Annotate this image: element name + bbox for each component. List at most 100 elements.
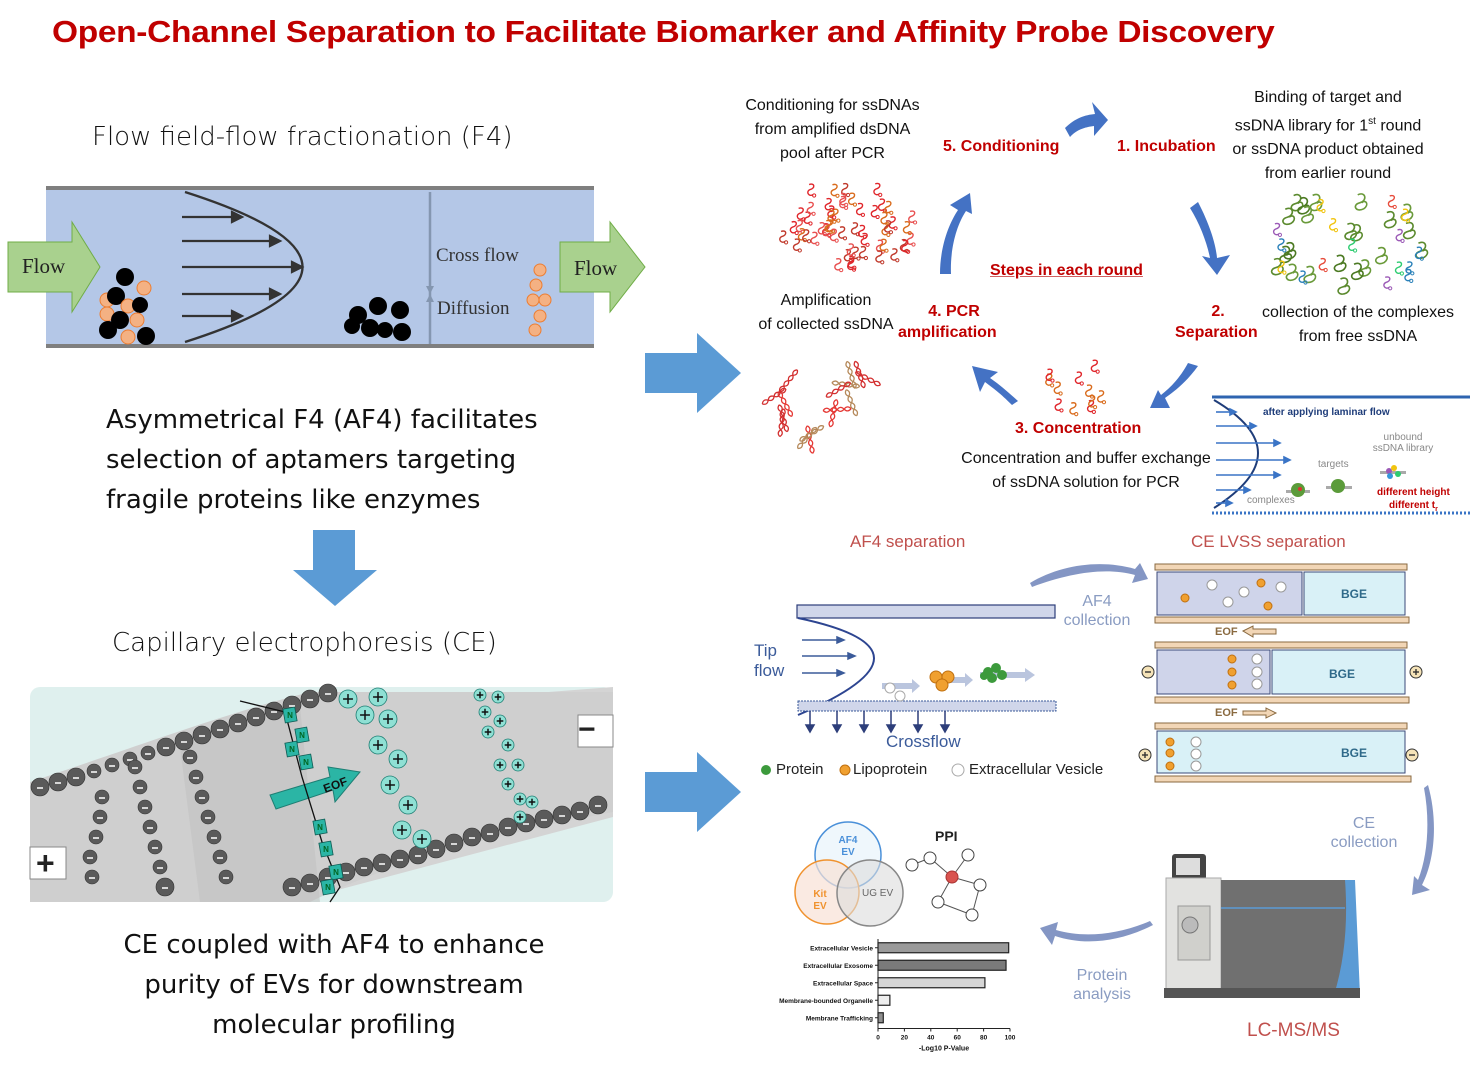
ssdna-icon bbox=[1395, 228, 1403, 242]
ssdna-icon bbox=[1074, 371, 1083, 384]
neutral-molecule-icon bbox=[294, 726, 310, 744]
ssdna-icon bbox=[880, 211, 888, 225]
label-line: Tip bbox=[754, 641, 777, 660]
ssdna-icon bbox=[841, 182, 849, 196]
target-glyph bbox=[1326, 479, 1352, 493]
ssdna-icon bbox=[875, 250, 883, 263]
arrow-2-to-3-icon bbox=[1150, 363, 1198, 408]
ssdna-icon bbox=[1054, 398, 1062, 411]
ce-lvss-title: CE LVSS separation bbox=[1191, 532, 1346, 551]
label-line: unbound bbox=[1383, 432, 1423, 443]
ce-heading: Capillary electrophoresis (CE) bbox=[112, 628, 497, 658]
svg-text:N: N bbox=[317, 823, 323, 832]
label-text: different t bbox=[1389, 500, 1436, 511]
ssdna-icon bbox=[1387, 194, 1396, 208]
ce-line: purity of EVs for downstream bbox=[144, 970, 524, 1000]
ssdna-icon bbox=[908, 210, 916, 223]
negative-charge-icon bbox=[194, 789, 210, 805]
svg-text:N: N bbox=[299, 731, 305, 740]
aptamer-complex-icon bbox=[1354, 193, 1368, 211]
capillary-2 bbox=[1154, 641, 1410, 704]
negative-charge-icon bbox=[84, 869, 100, 885]
negative-charge-icon bbox=[127, 759, 143, 775]
caption-line: collection of the complexes bbox=[1261, 304, 1455, 321]
ssdna-icon bbox=[1316, 198, 1324, 212]
negative-charge-icon bbox=[426, 839, 446, 859]
negative-charge-icon bbox=[228, 713, 248, 733]
negative-charge-icon bbox=[206, 829, 222, 845]
cross-flow-arrow-icon bbox=[426, 286, 434, 294]
negative-charge-icon bbox=[390, 849, 410, 869]
ssdna-icon bbox=[802, 229, 810, 242]
ssdna-icon bbox=[1053, 381, 1061, 394]
bar-4 bbox=[877, 994, 891, 1006]
x-tick-label: 40 bbox=[927, 1035, 935, 1042]
ssdna-icon bbox=[829, 228, 837, 242]
crossflow-label: Crossflow bbox=[886, 732, 961, 751]
ssdna-icon bbox=[827, 205, 835, 218]
caption-text: round bbox=[1375, 117, 1422, 135]
ssdna-icon bbox=[1272, 222, 1281, 236]
ce-line: CE coupled with AF4 to enhance bbox=[123, 930, 545, 960]
negative-charge-icon bbox=[480, 823, 500, 843]
ssdna-icon bbox=[902, 220, 911, 234]
negative-charge-icon bbox=[498, 817, 518, 837]
ce-lvss-diagram bbox=[1138, 563, 1423, 783]
neutral-molecule-icon bbox=[298, 753, 314, 771]
af4-collection-arrow-icon bbox=[1030, 563, 1148, 587]
f4-channel-diagram bbox=[7, 186, 646, 348]
ce-description: CE coupled with AF4 to enhance purity of… bbox=[84, 925, 584, 1045]
negative-charge-icon bbox=[444, 833, 464, 853]
flow-out-label: Flow bbox=[574, 256, 618, 280]
ssdna-icon bbox=[1401, 208, 1409, 222]
neutral-molecule-icon bbox=[282, 706, 298, 724]
step-2-separation: Separation bbox=[1175, 324, 1258, 341]
legend-lipoprotein-icon bbox=[839, 764, 851, 776]
negative-charge-icon bbox=[372, 853, 392, 873]
legend-protein: Protein bbox=[776, 761, 824, 778]
ssdna-icon bbox=[839, 192, 847, 206]
particle-cluster-small bbox=[526, 263, 552, 337]
step-1-incubation: 1. Incubation bbox=[1117, 138, 1216, 155]
aptamer-complex-icon bbox=[1283, 241, 1297, 260]
ssdna-icon bbox=[847, 257, 855, 271]
ssdna-icon bbox=[860, 232, 868, 246]
ssdna-icon bbox=[858, 245, 867, 259]
diffusion-label: Diffusion bbox=[437, 298, 510, 319]
eof-label-2: EOF bbox=[1215, 707, 1238, 719]
negative-charge-icon bbox=[282, 877, 302, 897]
legend-lipoprotein: Lipoprotein bbox=[853, 761, 928, 778]
ssdna-icon bbox=[1088, 395, 1096, 408]
negative-charge-icon bbox=[88, 829, 104, 845]
category-label: Extracellular Exosome bbox=[803, 963, 873, 970]
tip-flow-label: Tip flow bbox=[754, 641, 784, 681]
negative-charge-icon bbox=[155, 877, 175, 897]
af4-separation-diagram bbox=[761, 563, 1148, 777]
step-3-concentration: 3. Concentration bbox=[1015, 420, 1142, 437]
neutral-molecule-icon bbox=[320, 878, 336, 896]
caption-line: or ssDNA product obtained bbox=[1232, 141, 1424, 159]
negative-charge-icon bbox=[152, 859, 168, 875]
arrow-1-to-2-icon bbox=[1190, 202, 1230, 275]
caption-line: pool after PCR bbox=[780, 145, 885, 162]
ssdna-icon bbox=[873, 182, 881, 196]
caption-line: Binding of target and bbox=[1254, 89, 1402, 106]
x-tick-label: 80 bbox=[980, 1035, 988, 1042]
velocity-arrows bbox=[182, 210, 305, 323]
ssdna-icon bbox=[877, 198, 886, 211]
svg-text:N: N bbox=[325, 883, 331, 892]
aptamer-complex-icon bbox=[1344, 222, 1358, 241]
plus-electrode-label: + bbox=[36, 845, 55, 881]
amplification-caption: Amplification of collected ssDNA bbox=[756, 289, 896, 337]
label-line: Protein bbox=[1076, 967, 1128, 984]
negative-charge-icon bbox=[174, 731, 194, 751]
ssdna-icon bbox=[879, 238, 887, 252]
af4-line: selection of aptamers targeting bbox=[106, 445, 517, 475]
caption-line: Amplification bbox=[780, 292, 872, 309]
negative-charge-icon bbox=[182, 749, 198, 765]
negative-charge-icon bbox=[82, 849, 98, 865]
ssdna-icon bbox=[803, 211, 811, 224]
eof-left-arrow-icon bbox=[1241, 625, 1277, 638]
